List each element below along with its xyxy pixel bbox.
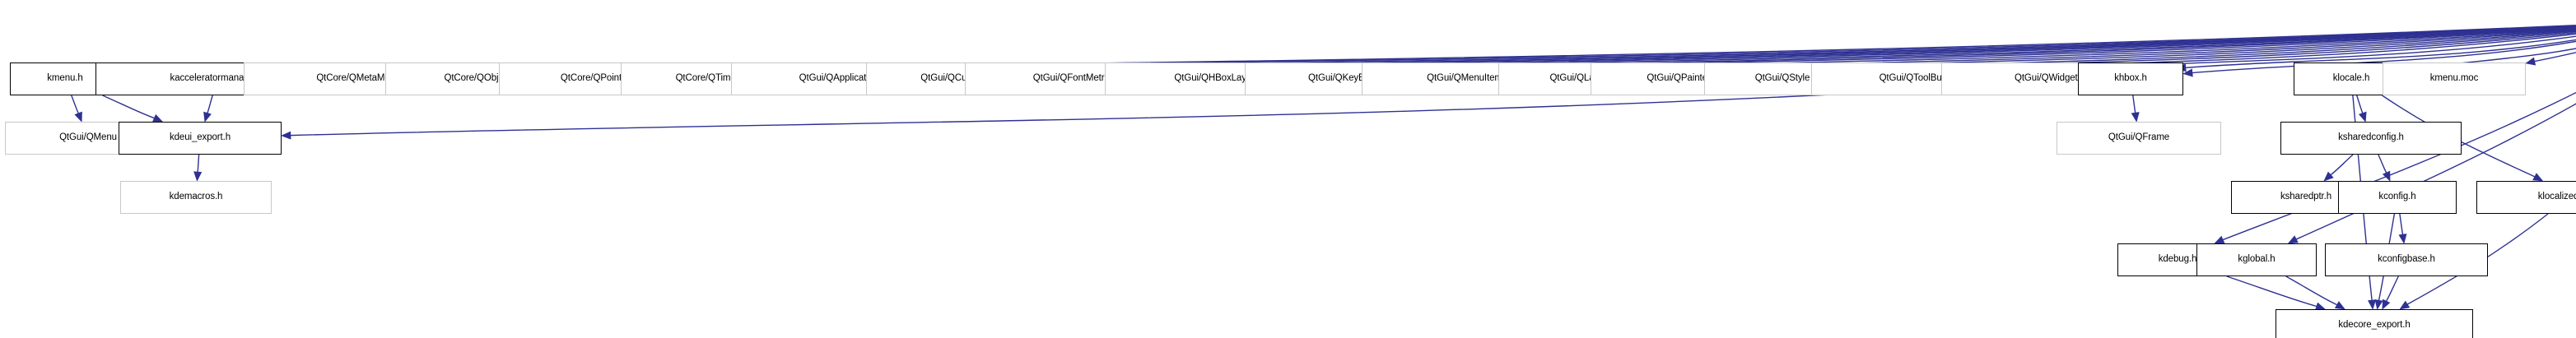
graph-edge-arrowhead	[74, 111, 82, 123]
graph-edge	[2295, 103, 2576, 240]
graph-node-label: QtGui/QFontMetrics	[1032, 73, 1116, 84]
graph-edge-arrowhead	[2334, 301, 2345, 310]
graph-node-label: QtGui/QStyle	[1754, 73, 1810, 84]
graph-node-kglobal-h[interactable]: kglobal.h	[2196, 243, 2317, 276]
graph-node-label: QtGui/QWidgetAction	[2014, 73, 2104, 84]
graph-node-label: ksharedconfig.h	[2338, 132, 2404, 143]
graph-edge-arrowhead	[2374, 299, 2383, 310]
graph-node-label: QtCore/QTimer	[675, 73, 739, 84]
graph-node-khbox-h[interactable]: khbox.h	[2078, 63, 2183, 95]
graph-node-label: QtCore/QObject	[444, 73, 511, 84]
graph-node-label: kmenu.h	[47, 73, 83, 84]
graph-edge	[2192, 40, 2576, 74]
graph-edge-arrowhead	[2287, 235, 2299, 244]
graph-node-label: QtGui/QToolButton	[1879, 73, 1958, 84]
graph-node-label: QtGui/QMenu	[59, 132, 117, 143]
graph-edge-arrowhead	[2368, 299, 2377, 310]
graph-edge-arrowhead	[2182, 68, 2193, 77]
graph-node-label: kdemacros.h	[169, 192, 223, 202]
graph-node-label: QtCore/QMetaMethod	[316, 73, 408, 84]
graph-edge-arrowhead	[2382, 170, 2391, 182]
graph-edge-arrowhead	[2525, 57, 2536, 66]
graph-node-label: ksharedptr.h	[2280, 192, 2332, 202]
graph-node-label: QtGui/QKeyEvent	[1308, 73, 1382, 84]
graph-edge	[2382, 95, 2536, 178]
graph-node-kdeui-export-h[interactable]: kdeui_export.h	[119, 122, 282, 155]
graph-node-kdecore-export-h[interactable]: kdecore_export.h	[2276, 309, 2473, 338]
graph-edge-arrowhead	[2399, 300, 2411, 310]
graph-node-label: kdebug.h	[2158, 254, 2197, 265]
graph-node-kconfigbase-h[interactable]: kconfigbase.h	[2325, 243, 2488, 276]
graph-edge	[2399, 213, 2404, 235]
graph-edge-arrowhead	[2131, 112, 2140, 123]
graph-node-label: kdecore_export.h	[2338, 320, 2411, 331]
graph-edge-arrowhead	[203, 111, 212, 123]
graph-edge	[2330, 154, 2354, 176]
graph-node-label: QtGui/QHBoxLayout	[1174, 73, 1260, 84]
graph-edge-arrowhead	[193, 171, 203, 182]
graph-node-label: khbox.h	[2114, 73, 2147, 84]
graph-edge	[2185, 39, 2576, 69]
graph-node-label: kconfigbase.h	[2378, 254, 2435, 265]
graph-node-ksharedconfig-h[interactable]: ksharedconfig.h	[2280, 122, 2462, 155]
graph-node-kconfig-h[interactable]: kconfig.h	[2338, 181, 2457, 214]
graph-edge	[2534, 52, 2576, 63]
graph-edge	[290, 80, 2079, 137]
graph-edge-arrowhead	[2532, 173, 2544, 182]
graph-edge	[2378, 154, 2387, 174]
graph-edge	[207, 95, 213, 113]
graph-node-label: QtCore/QPointer	[560, 73, 631, 84]
graph-edge-arrowhead	[2323, 171, 2334, 182]
graph-node-label: kconfig.h	[2378, 192, 2416, 202]
graph-node-label: kmenu.moc	[2429, 73, 2479, 84]
graph-node-label: klocale.h	[2332, 73, 2370, 84]
graph-node-label: klocalizedstring.h	[2537, 192, 2576, 202]
graph-node-label: kdeui_export.h	[169, 132, 231, 143]
graph-edge-arrowhead	[2358, 111, 2367, 123]
graph-edge	[2226, 275, 2317, 308]
graph-edge-arrowhead	[2214, 235, 2225, 244]
graph-edge-arrowhead	[2398, 234, 2407, 244]
graph-edge	[102, 95, 155, 119]
graph-node-label: kglobal.h	[2238, 254, 2276, 265]
graph-edge-arrowhead	[152, 113, 164, 123]
graph-node-label: QtGui/QLabel	[1549, 73, 1607, 84]
graph-edge	[71, 95, 79, 114]
graph-node-label: QtGui/QMenuItem	[1427, 73, 1502, 84]
graph-node-label: QtGui/QPainter	[1647, 73, 1711, 84]
graph-edge	[2385, 275, 2399, 302]
graph-edge	[2132, 95, 2136, 113]
graph-node-label: kacceleratormanager.h	[170, 73, 265, 84]
graph-edge	[2356, 95, 2364, 113]
graph-node-label: QtGui/QApplication	[799, 73, 879, 84]
graph-node-qframe[interactable]: QtGui/QFrame	[2057, 122, 2221, 155]
graph-node-kdemacros-h[interactable]: kdemacros.h	[120, 181, 272, 214]
graph-edge-arrowhead	[2382, 299, 2391, 310]
graph-node-kmenu-moc[interactable]: kmenu.moc	[2383, 63, 2526, 95]
graph-node-klocalizedstring-h[interactable]: klocalizedstring.h	[2476, 181, 2576, 214]
graph-edge-arrowhead	[281, 131, 291, 140]
graph-edge	[2285, 275, 2337, 306]
graph-node-label: QtGui/QFrame	[2108, 132, 2170, 143]
graph-node-label: QtGui/QCursor	[920, 73, 983, 84]
